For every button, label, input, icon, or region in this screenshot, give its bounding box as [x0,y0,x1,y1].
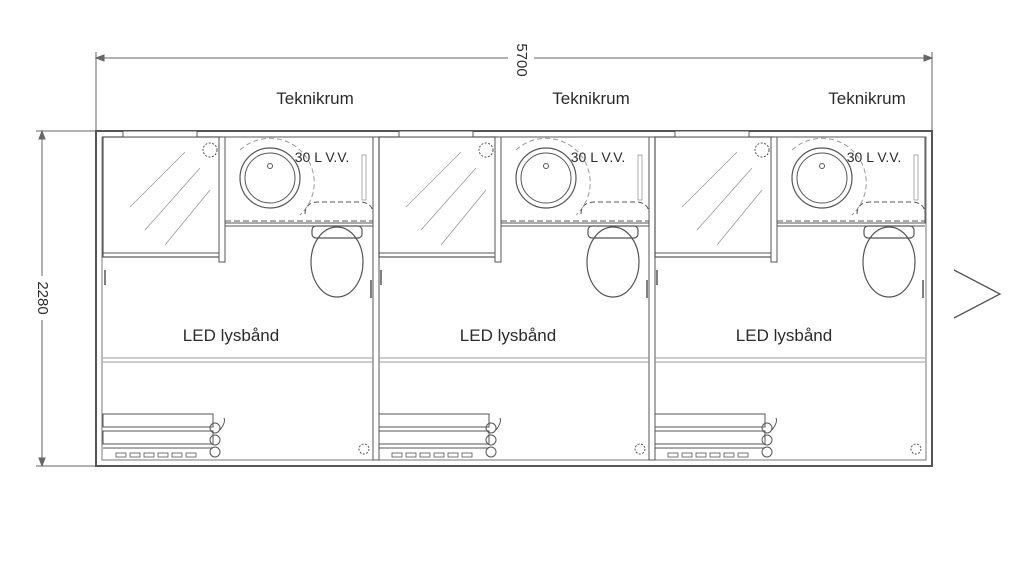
toilet-bowl-icon [586,226,640,298]
door-swing-arc [515,137,591,216]
bench [378,430,490,445]
bench [378,413,490,428]
socket-mark [709,452,721,458]
door-swing-arc [239,137,315,216]
shower-hatch [696,167,753,231]
sink-outline [304,201,374,215]
toilet-tank [587,225,639,239]
shower-hatch [405,151,462,208]
socket-mark [433,452,445,458]
sink-outline [856,201,926,215]
tech-room-label-3: Teknikrum [828,89,905,108]
shower-hatch [716,189,763,246]
socket-mark [143,452,155,458]
shower-wall [494,136,502,263]
width-dimension-label: 5700 [513,43,530,76]
shower-hatch [420,167,477,231]
height-dimension-label: 2280 [34,281,51,314]
coil-icon [209,422,221,434]
coil-icon [761,422,773,434]
window [122,130,198,138]
module-divider-wall [648,136,656,461]
entrance-arrow [953,269,1002,319]
water-heater-icon [791,147,853,209]
switch-panel [913,154,919,201]
socket-mark [129,452,141,458]
toilet-tank [863,225,915,239]
socket-mark [171,452,183,458]
bench [102,413,214,428]
socket-mark [185,452,197,458]
module-divider-wall [372,136,380,461]
coil-icon [209,446,221,458]
coil-icon [485,422,497,434]
shower-enclosure [378,136,498,258]
shower-hatch [681,151,738,208]
switch-panel [637,154,643,201]
tech-room [776,136,926,224]
floor-drain-icon [634,443,646,455]
coil-icon [761,446,773,458]
tech-room-label-1: Teknikrum [276,89,353,108]
coil-icon [485,446,497,458]
coil-icon [209,434,221,446]
socket-mark [391,452,403,458]
shower-enclosure [102,136,222,258]
window [398,130,474,138]
bench [102,430,214,445]
water-heater-label-2: 30 L V.V. [571,149,626,165]
floor-drain-icon [910,443,922,455]
socket-mark [737,452,749,458]
module-2 [378,130,656,461]
socket-mark [461,452,473,458]
shower-hatch [129,151,186,208]
led-strip-label-2: LED lysbånd [460,326,556,345]
shower-wall [770,136,778,263]
module-3 [654,130,926,458]
led-strip-label-1: LED lysbånd [183,326,279,345]
socket-mark [695,452,707,458]
water-heater-icon [515,147,577,209]
led-strip-label-3: LED lysbånd [736,326,832,345]
tech-room [224,136,374,224]
socket-mark [405,452,417,458]
socket-mark [681,452,693,458]
water-heater-label-3: 30 L V.V. [847,149,902,165]
shower-wall [218,136,226,263]
toilet-bowl-icon [310,226,364,298]
shower-hatch [164,189,211,246]
floor-drain-icon [358,443,370,455]
socket-mark [447,452,459,458]
shower-hatch [440,189,487,246]
bench [654,413,766,428]
socket-mark [157,452,169,458]
tech-room [500,136,650,224]
module-1 [102,130,380,461]
socket-mark [667,452,679,458]
toilet-bowl-icon [862,226,916,298]
toilet-tank [311,225,363,239]
shower-drain-icon [202,142,218,158]
socket-mark [419,452,431,458]
door-swing-arc [791,137,867,216]
socket-mark [723,452,735,458]
sink-outline [580,201,650,215]
bench [654,430,766,445]
shower-hatch [144,167,201,231]
water-heater-icon [239,147,301,209]
socket-mark [115,452,127,458]
coil-icon [761,434,773,446]
shower-drain-icon [478,142,494,158]
window [674,130,750,138]
shower-drain-icon [754,142,770,158]
outer-wall [95,130,933,467]
tech-room-label-2: Teknikrum [552,89,629,108]
coil-icon [485,434,497,446]
water-heater-label-1: 30 L V.V. [295,149,350,165]
shower-enclosure [654,136,774,258]
switch-panel [361,154,367,201]
